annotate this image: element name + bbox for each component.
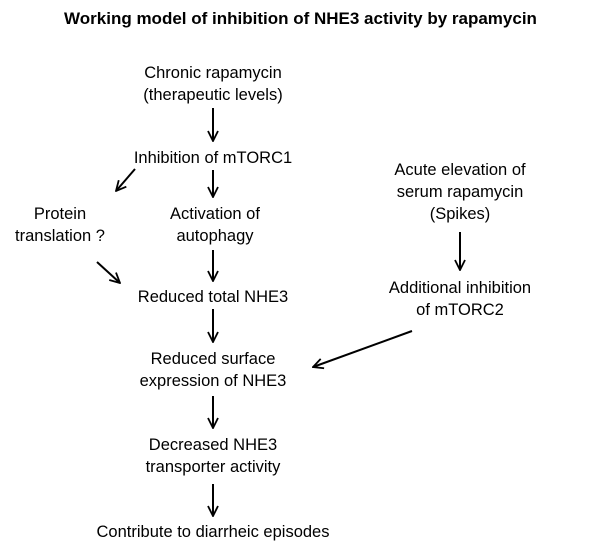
node-reduced-surface-expression: Reduced surface expression of NHE3 <box>118 348 308 392</box>
node-chronic-rapamycin: Chronic rapamycin (therapeutic levels) <box>108 62 318 106</box>
arrow-mtorc2-to-surface <box>313 330 413 367</box>
node-protein-translation-line2: translation ? <box>15 227 105 245</box>
node-reduced-total-nhe3-line1: Reduced total NHE3 <box>137 288 289 306</box>
node-decreased-transporter-activity-line2: transporter activity <box>145 458 281 476</box>
node-diarrheic-episodes: Contribute to diarrheic episodes <box>68 521 358 543</box>
arrow-mtorc1-to-protein-translation <box>116 168 136 191</box>
node-decreased-transporter-activity-line1: Decreased NHE3 <box>148 436 278 454</box>
node-protein-translation-line1: Protein <box>33 205 87 223</box>
node-additional-inhibition-mtorc2-line1: Additional inhibition <box>388 279 532 297</box>
node-reduced-surface-expression-line1: Reduced surface <box>150 350 276 368</box>
node-activation-autophagy: Activation of autophagy <box>140 203 290 247</box>
node-diarrheic-episodes-line1: Contribute to diarrheic episodes <box>96 523 330 541</box>
arrow-protein-translation-to-reduced-total <box>96 261 120 283</box>
node-acute-elevation: Acute elevation of serum rapamycin (Spik… <box>365 159 555 225</box>
node-inhibition-mtorc1: Inhibition of mTORC1 <box>108 147 318 169</box>
node-decreased-transporter-activity: Decreased NHE3 transporter activity <box>118 434 308 478</box>
node-reduced-total-nhe3: Reduced total NHE3 <box>108 286 318 308</box>
node-chronic-rapamycin-line2: (therapeutic levels) <box>143 86 283 104</box>
node-chronic-rapamycin-line1: Chronic rapamycin <box>144 64 282 82</box>
node-reduced-surface-expression-line2: expression of NHE3 <box>139 372 287 390</box>
node-additional-inhibition-mtorc2: Additional inhibition of mTORC2 <box>365 277 555 321</box>
node-activation-autophagy-line1: Activation of <box>170 205 260 223</box>
node-activation-autophagy-line2: autophagy <box>176 227 254 245</box>
node-additional-inhibition-mtorc2-line2: of mTORC2 <box>416 301 504 319</box>
node-acute-elevation-line2: serum rapamycin <box>396 183 524 201</box>
diagram-title: Working model of inhibition of NHE3 acti… <box>64 9 537 28</box>
node-acute-elevation-line3: (Spikes) <box>429 205 491 223</box>
node-protein-translation: Protein translation ? <box>2 203 118 247</box>
node-inhibition-mtorc1-line1: Inhibition of mTORC1 <box>133 149 293 167</box>
node-acute-elevation-line1: Acute elevation of <box>394 161 526 179</box>
